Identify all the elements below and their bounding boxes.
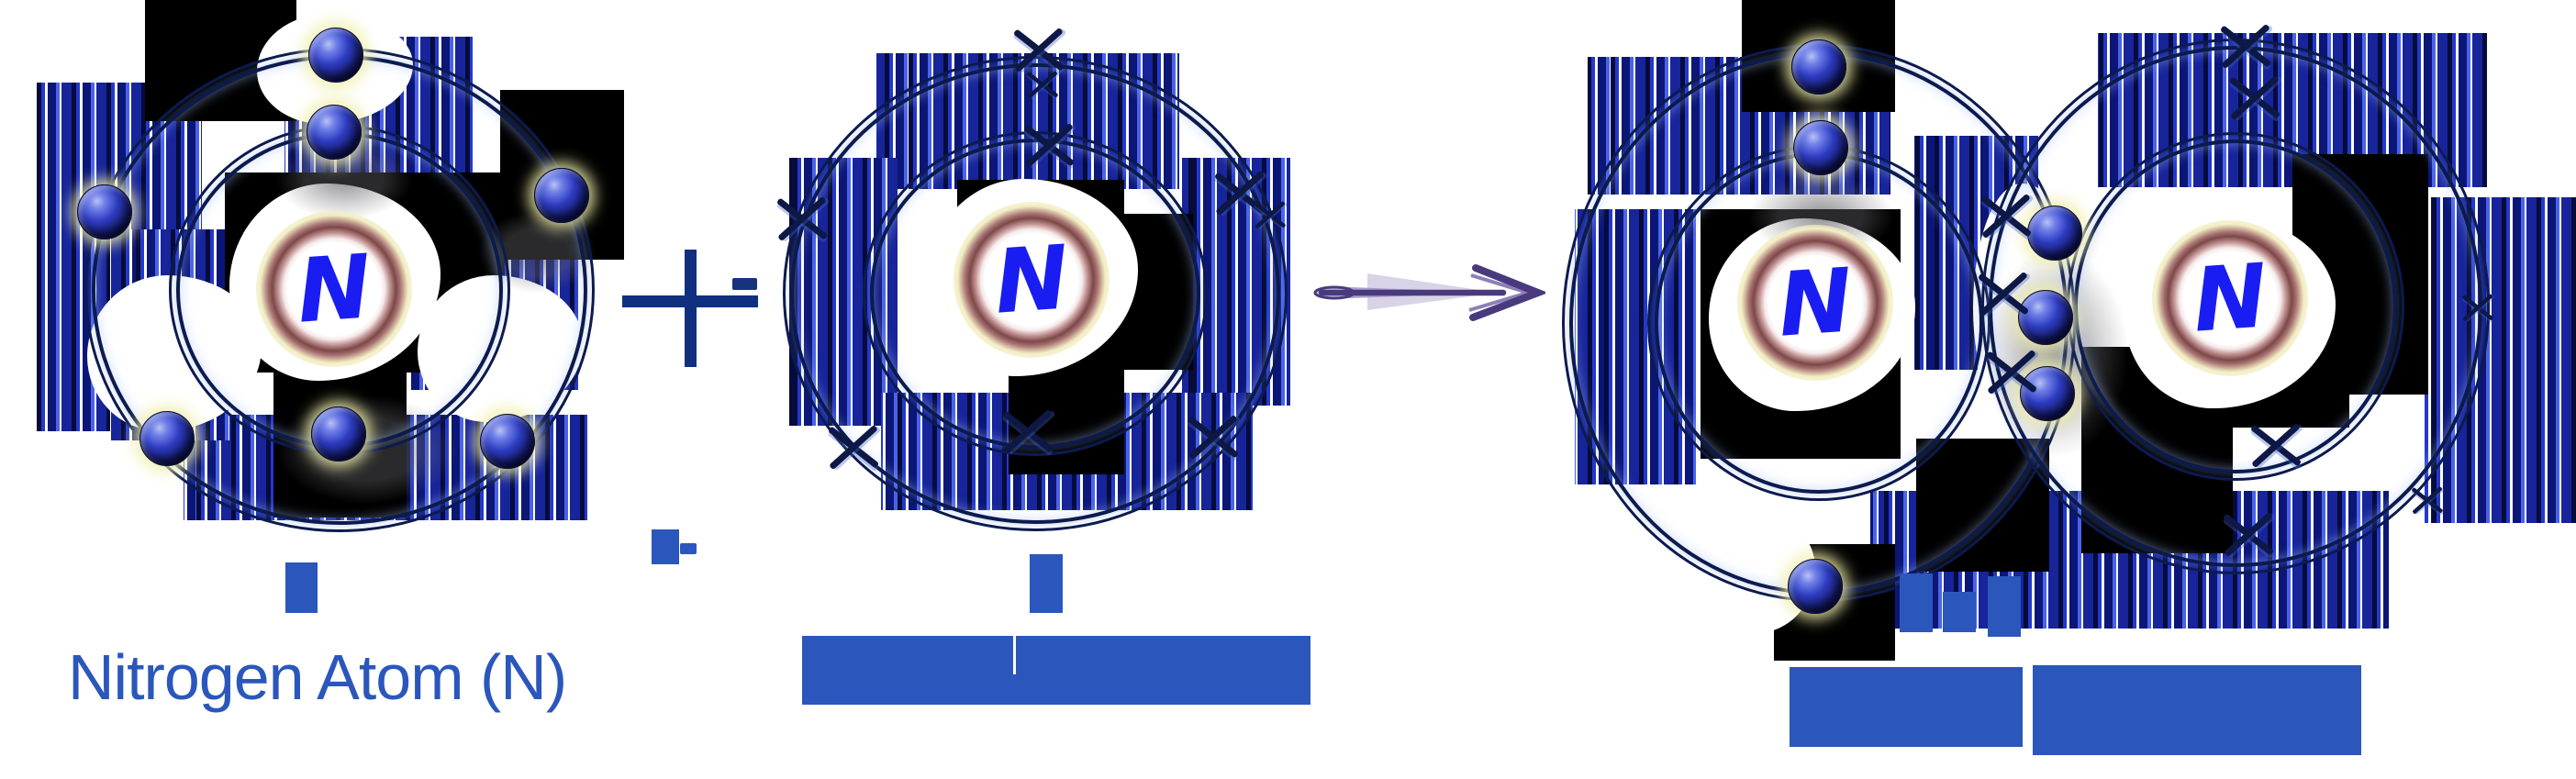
nitrogen-atom-left-electron-ball — [311, 406, 366, 462]
stray-dash — [732, 278, 757, 290]
nitrogen-atom-middle-electron-cross — [1022, 118, 1076, 172]
nitrogen-molecule-atom-b-inner-shell — [2067, 132, 2404, 481]
label-gap — [1013, 636, 1016, 674]
nitrogen-molecule-atom-a-nucleus: N — [1737, 225, 1893, 381]
label-fragment-square — [1030, 554, 1063, 613]
nitrogen-atom-left-nucleus-symbol: N — [294, 235, 374, 343]
nitrogen-molecule-atom-b-electron-cross — [2411, 484, 2444, 517]
redacted-label-right-2 — [2033, 665, 2361, 755]
nitrogen-molecule-atom-b-electron-cross — [1977, 267, 2030, 320]
label-fragment-square — [285, 562, 318, 613]
nitrogen-molecule-atom-a-electron-ball — [2027, 206, 2082, 261]
nitrogen-molecule-atom-b-electron-cross — [2249, 418, 2303, 472]
reaction-arrow-icon — [1312, 262, 1549, 328]
nitrogen-molecule-atom-a-nucleus-symbol: N — [1775, 249, 1856, 357]
nitrogen-atom-middle-electron-cross — [1026, 68, 1059, 101]
nitrogen-molecule-atom-b-electron-cross — [2461, 291, 2494, 324]
nitrogen-atom-left-electron-ball — [139, 411, 195, 466]
nitrogen-molecule-atom-b-nucleus: N — [2152, 220, 2308, 376]
n-triple-bond-block — [1988, 576, 2021, 637]
nitrogen-molecule-atom-b-electron-cross — [2222, 507, 2275, 561]
nitrogen-atom-middle-electron-cross — [1254, 198, 1287, 231]
n-triple-bond-block — [1943, 592, 1976, 632]
nitrogen-molecule-atom-b-electron-cross — [2219, 19, 2272, 72]
redacted-label-middle — [802, 636, 1310, 705]
nitrogen-molecule-atom-b-electron-cross — [2228, 71, 2281, 124]
nitrogen-molecule-atom-a-electron-ball — [1793, 120, 1848, 175]
nitrogen-atom-middle-electron-cross — [1001, 405, 1054, 458]
nitrogen-atom-left-nucleus: N — [256, 211, 412, 367]
nitrogen-atom-middle-electron-cross — [827, 420, 880, 473]
nitrogen-atom-label: Nitrogen Atom (N) — [68, 641, 567, 713]
nitrogen-atom-middle-nucleus-symbol: N — [991, 226, 1072, 334]
nitrogen-molecule-atom-b-nucleus-symbol: N — [2190, 244, 2270, 352]
nitrogen-molecule-atom-a-electron-ball — [1788, 559, 1843, 614]
redacted-label-right-1 — [1790, 667, 2023, 747]
label-fragment-dash — [680, 543, 697, 554]
nitrogen-atom-left-electron-ball — [308, 28, 363, 83]
nitrogen-molecule-atom-b-electron-cross — [1985, 345, 2038, 398]
nitrogen-atom-left-electron-ball — [480, 414, 535, 469]
nitrogen-atom-middle-nucleus: N — [953, 202, 1110, 358]
label-fragment-square — [652, 529, 679, 564]
nitrogen-molecule-atom-a-electron-ball — [1791, 39, 1846, 95]
nitrogen-atom-left-electron-ball — [307, 105, 362, 160]
nitrogen-molecule-atom-b-electron-cross — [1979, 189, 2033, 242]
plus-sign — [685, 250, 697, 367]
nitrogen-atom-middle-electron-cross — [775, 192, 829, 245]
n-triple-bond-block — [1900, 573, 1933, 632]
nitrogen-atom-left-electron-ball — [534, 168, 589, 223]
nitrogen-atom-middle-electron-cross — [1187, 410, 1240, 463]
nitrogen-atom-left-electron-ball — [77, 184, 132, 239]
